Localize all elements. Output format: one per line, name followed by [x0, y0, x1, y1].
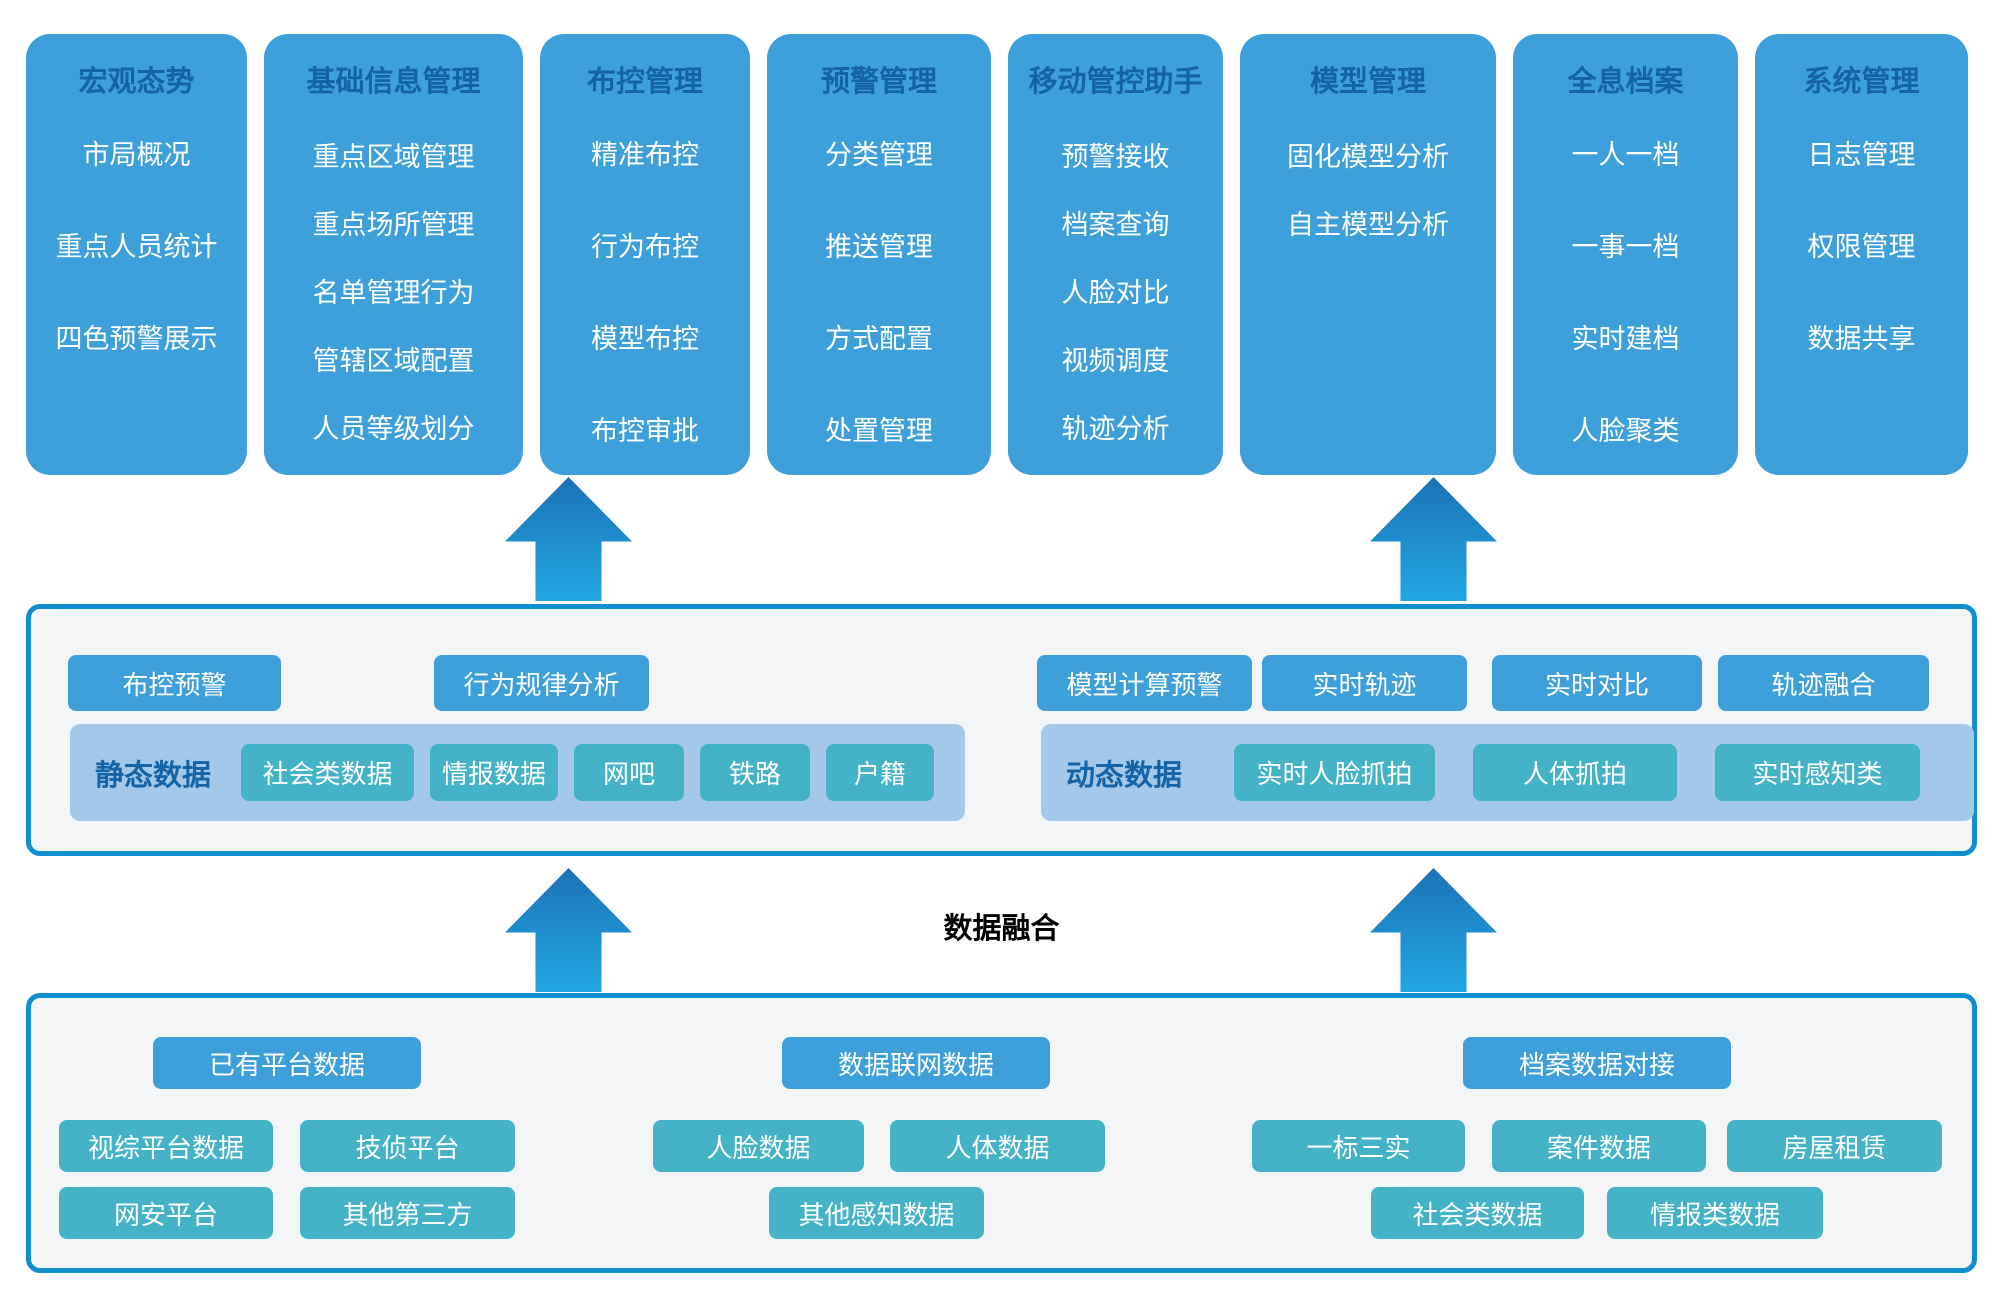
data-fusion-label: 数据融合: [943, 913, 1060, 945]
band-item: 实时人脸抓拍: [1234, 744, 1436, 801]
band-label: 静态数据: [95, 759, 212, 792]
module-item: 数据共享: [1807, 323, 1916, 354]
band-item: 网吧: [574, 744, 685, 801]
module-item: 预警接收: [1061, 141, 1170, 172]
module-title: 模型管理: [1309, 66, 1426, 98]
source-item: 情报类数据: [1607, 1187, 1823, 1239]
application-module-row: 宏观态势 市局概况 重点人员统计 四色预警展示 基础信息管理 重点区域管理 重点…: [26, 34, 1968, 475]
module-item: 模型布控: [591, 323, 699, 354]
module-item: 日志管理: [1807, 139, 1916, 170]
module-item: 档案查询: [1061, 209, 1170, 240]
module-item: 推送管理: [825, 231, 933, 262]
module-item: 管辖区域配置: [312, 345, 475, 376]
analysis-button: 实时对比: [1492, 655, 1702, 711]
module-card-surveillance-mgmt: 布控管理 精准布控 行为布控 模型布控 布控审批: [540, 34, 750, 475]
band-label: 动态数据: [1066, 759, 1183, 792]
up-arrow-icon: [505, 477, 632, 601]
module-item: 处置管理: [825, 415, 933, 446]
source-item: 人体数据: [890, 1120, 1105, 1172]
static-data-band: 静态数据 社会类数据 情报数据 网吧 铁路 户籍: [70, 724, 965, 821]
module-title: 预警管理: [820, 66, 937, 98]
module-item: 方式配置: [825, 323, 933, 354]
module-item: 名单管理行为: [312, 277, 475, 308]
source-item: 案件数据: [1492, 1120, 1706, 1172]
module-card-model-mgmt: 模型管理 固化模型分析 自主模型分析: [1240, 34, 1496, 475]
module-item: 市局概况: [82, 139, 191, 170]
module-item: 实时建档: [1571, 323, 1680, 354]
module-title: 移动管控助手: [1028, 66, 1203, 98]
source-group-header: 数据联网数据: [782, 1037, 1050, 1089]
module-card-system-mgmt: 系统管理 日志管理 权限管理 数据共享: [1755, 34, 1968, 475]
module-item: 人脸聚类: [1571, 415, 1680, 446]
module-item: 一事一档: [1571, 231, 1680, 262]
module-card-mobile-assistant: 移动管控助手 预警接收 档案查询 人脸对比 视频调度 轨迹分析: [1008, 34, 1223, 475]
source-item: 人脸数据: [653, 1120, 864, 1172]
analysis-button: 布控预警: [68, 655, 281, 711]
up-arrow-icon: [1370, 477, 1497, 601]
source-item: 其他感知数据: [769, 1187, 984, 1239]
module-item: 重点区域管理: [312, 141, 475, 172]
source-item: 其他第三方: [300, 1187, 515, 1239]
analysis-button: 轨迹融合: [1718, 655, 1929, 711]
module-card-holographic-archive: 全息档案 一人一档 一事一档 实时建档 人脸聚类: [1513, 34, 1738, 475]
module-item: 轨迹分析: [1061, 413, 1170, 444]
band-item: 社会类数据: [241, 744, 415, 801]
band-item: 人体抓拍: [1473, 744, 1678, 801]
source-item: 技侦平台: [300, 1120, 515, 1172]
module-item: 重点场所管理: [312, 209, 475, 240]
module-item: 视频调度: [1061, 345, 1170, 376]
module-title: 系统管理: [1803, 66, 1920, 98]
module-title: 布控管理: [586, 66, 703, 98]
module-title: 全息档案: [1567, 66, 1684, 98]
analysis-button: 实时轨迹: [1262, 655, 1467, 711]
band-item: 铁路: [700, 744, 811, 801]
source-layer: 已有平台数据 视综平台数据 技侦平台 网安平台 其他第三方 数据联网数据 人脸数…: [26, 993, 1977, 1273]
module-title: 宏观态势: [78, 66, 195, 98]
module-item: 布控审批: [591, 415, 699, 446]
module-card-macro-situation: 宏观态势 市局概况 重点人员统计 四色预警展示: [26, 34, 247, 475]
module-item: 自主模型分析: [1287, 209, 1449, 240]
module-item: 分类管理: [825, 139, 933, 170]
module-card-warning-mgmt: 预警管理 分类管理 推送管理 方式配置 处置管理: [767, 34, 991, 475]
module-item: 精准布控: [591, 139, 699, 170]
source-group-header: 已有平台数据: [153, 1037, 421, 1089]
source-item: 视综平台数据: [59, 1120, 273, 1172]
analysis-button: 行为规律分析: [434, 655, 649, 711]
module-item: 权限管理: [1807, 231, 1916, 262]
source-item: 网安平台: [59, 1187, 273, 1239]
module-item: 四色预警展示: [55, 323, 218, 354]
band-item: 情报数据: [430, 744, 559, 801]
module-item: 人员等级划分: [312, 413, 475, 444]
module-item: 行为布控: [591, 231, 699, 262]
module-item: 一人一档: [1571, 139, 1680, 170]
module-item: 重点人员统计: [55, 231, 218, 262]
band-item: 户籍: [826, 744, 935, 801]
source-item: 社会类数据: [1371, 1187, 1584, 1239]
dynamic-data-band: 动态数据 实时人脸抓拍 人体抓拍 实时感知类: [1041, 724, 1974, 821]
band-item: 实时感知类: [1715, 744, 1921, 801]
analysis-button: 模型计算预警: [1037, 655, 1252, 711]
module-card-basic-info-mgmt: 基础信息管理 重点区域管理 重点场所管理 名单管理行为 管辖区域配置 人员等级划…: [264, 34, 523, 475]
source-item: 一标三实: [1252, 1120, 1465, 1172]
module-title: 基础信息管理: [306, 66, 481, 98]
module-item: 人脸对比: [1061, 277, 1170, 308]
source-group-header: 档案数据对接: [1463, 1037, 1731, 1089]
module-item: 固化模型分析: [1287, 141, 1449, 172]
source-item: 房屋租赁: [1727, 1120, 1942, 1172]
analysis-layer: 布控预警 行为规律分析 模型计算预警 实时轨迹 实时对比 轨迹融合 静态数据 社…: [26, 604, 1977, 856]
